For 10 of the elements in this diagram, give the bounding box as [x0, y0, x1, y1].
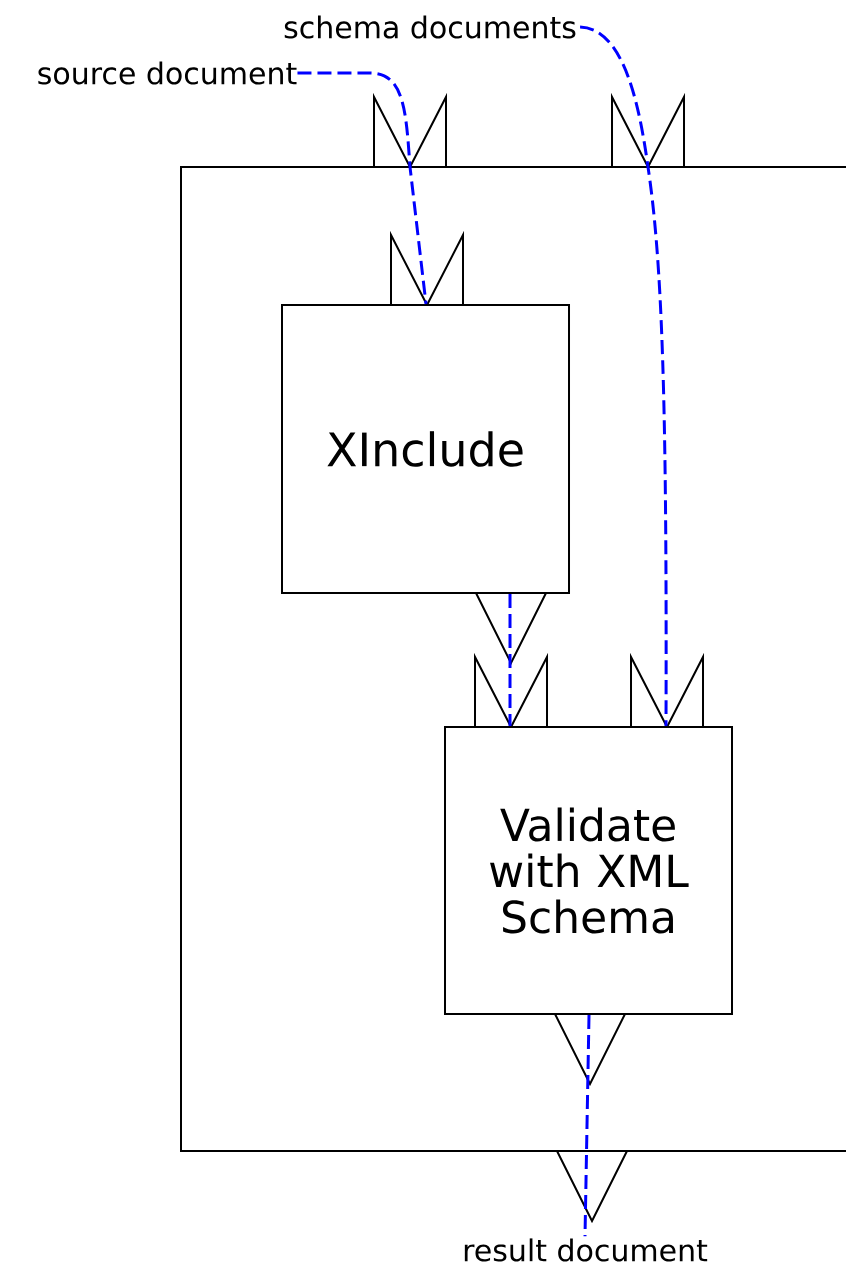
pipeline-box: [180, 166, 846, 1152]
connector-line: [583, 1014, 591, 1237]
process-box: XInclude: [281, 304, 570, 594]
connector-line: [297, 71, 428, 305]
process-box: Validate with XML Schema: [444, 726, 733, 1015]
connector-line: [579, 25, 668, 726]
port-label: schema documents: [284, 15, 576, 39]
port-label: source document: [38, 61, 297, 85]
port-label: result document: [464, 1238, 708, 1262]
connector-line: [508, 594, 512, 726]
